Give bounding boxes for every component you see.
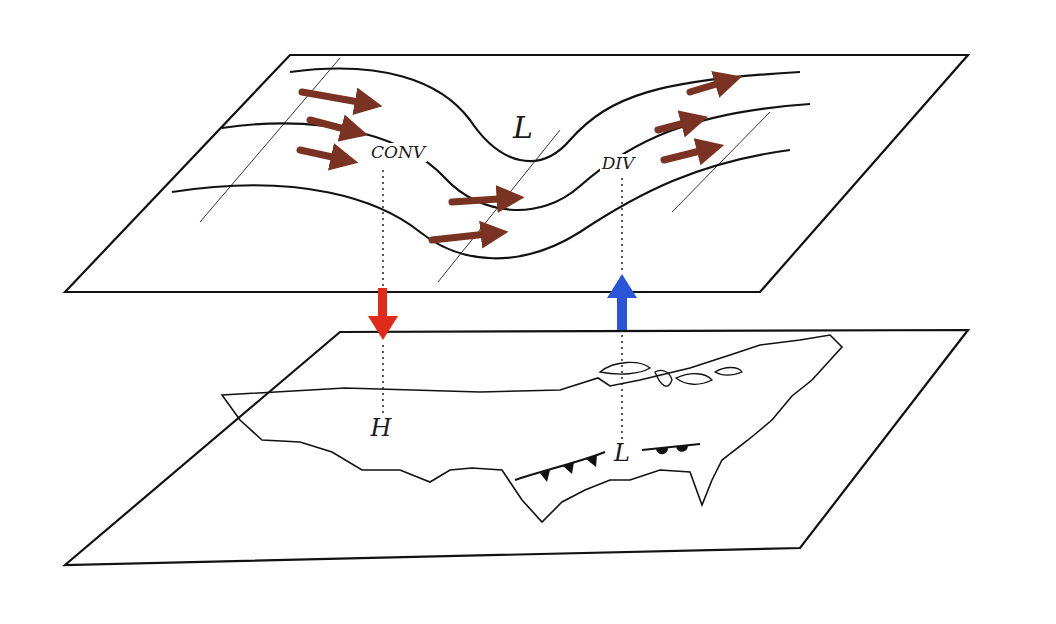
sinking-arrow (368, 288, 398, 340)
high-pressure-label: H (369, 415, 394, 441)
convergence-label: CONV (369, 143, 427, 162)
low-aloft-label: L (511, 112, 535, 144)
warm-front (642, 444, 700, 454)
surface-plane (65, 330, 968, 565)
axis-lines (200, 58, 770, 282)
dotted-links (383, 170, 622, 445)
divergence-label: DIV (600, 154, 637, 173)
upper-plane (65, 55, 968, 292)
wind-arrows (300, 80, 730, 240)
flow-lines (172, 69, 810, 259)
us-map-outline (222, 335, 842, 522)
rising-arrow (607, 274, 637, 330)
low-pressure-label: L (612, 440, 632, 466)
great-lakes (600, 362, 742, 386)
cold-front (515, 452, 605, 482)
